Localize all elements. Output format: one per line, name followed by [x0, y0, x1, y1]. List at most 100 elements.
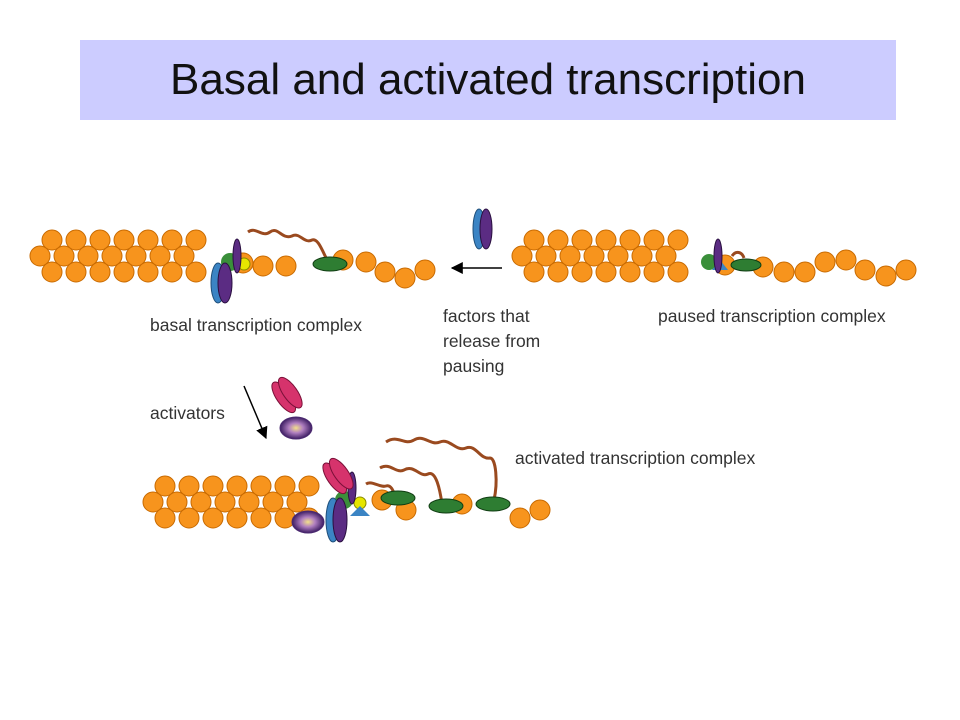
nucleosome-cluster — [511, 229, 689, 283]
nucleosome-bead — [619, 261, 641, 283]
nucleosome-bead — [53, 245, 75, 267]
rna-transcript — [730, 250, 746, 259]
paused-complex — [511, 229, 917, 287]
rna-polymerase — [428, 498, 464, 514]
nucleosome-bead — [113, 229, 135, 251]
nucleosome-bead — [547, 229, 569, 251]
nucleosome-bead — [535, 245, 557, 267]
activated-complex — [142, 436, 551, 543]
nucleosome-bead — [414, 259, 436, 281]
nucleosome-bead — [214, 491, 236, 513]
nucleosome-bead — [619, 229, 641, 251]
nucleosome-bead — [226, 507, 248, 529]
nucleosome-bead — [77, 245, 99, 267]
nucleosome-bead — [374, 261, 396, 283]
nucleosome-bead — [511, 245, 533, 267]
nucleosome-bead — [509, 507, 531, 529]
basal-complex-label: basal transcription complex — [150, 315, 363, 335]
factors-label-line-3: pausing — [443, 356, 505, 376]
nucleosome-bead — [250, 475, 272, 497]
activators — [271, 376, 313, 440]
nucleosome-cluster — [29, 229, 207, 283]
nucleosome-bead — [631, 245, 653, 267]
nucleosome-bead — [89, 261, 111, 283]
slide-title: Basal and activated transcription — [170, 55, 806, 104]
factors-label-line-2: release from — [443, 331, 541, 351]
nucleosome-bead — [190, 491, 212, 513]
nucleosome-bead — [238, 491, 260, 513]
paused-complex-label: paused transcription complex — [658, 306, 886, 326]
nucleosome-bead — [595, 229, 617, 251]
nucleosome-bead — [173, 245, 195, 267]
nucleosome-bead — [29, 245, 51, 267]
release-factor-purple — [479, 208, 493, 250]
nucleosome-bead — [65, 229, 87, 251]
nucleosome-bead — [794, 261, 816, 283]
tbp-factor — [701, 254, 717, 270]
pausing-factor — [232, 238, 242, 274]
nucleosome-bead — [571, 229, 593, 251]
activator-pink-b — [277, 376, 303, 409]
nucleosome-bead — [65, 261, 87, 283]
nucleosome-bead — [814, 251, 836, 273]
nucleosome-bead — [854, 259, 876, 281]
nucleosome-bead — [161, 229, 183, 251]
nucleosome-bead — [185, 229, 207, 251]
general-factor-purple — [332, 497, 348, 543]
rna-polymerase — [380, 490, 416, 506]
rna-transcript — [379, 464, 444, 505]
nucleosome-bead — [178, 507, 200, 529]
dna-free-beads — [714, 249, 917, 287]
basal-complex — [29, 228, 436, 304]
rna-polymerase — [730, 258, 762, 272]
nucleosome-bead — [895, 259, 917, 281]
tata-box — [350, 506, 370, 516]
activation-arrow — [243, 385, 268, 440]
nucleosome-bead — [226, 475, 248, 497]
nucleosome-bead — [607, 245, 629, 267]
nucleosome-bead — [137, 261, 159, 283]
nucleosome-bead — [250, 507, 272, 529]
nucleosome-bead — [523, 261, 545, 283]
nucleosome-bead — [274, 507, 296, 529]
nucleosome-bead — [523, 229, 545, 251]
nucleosome-bead — [643, 229, 665, 251]
activator-pink-b — [328, 457, 354, 490]
nucleosome-bead — [773, 261, 795, 283]
rna-polymerase — [312, 256, 348, 272]
nucleosome-bead — [571, 261, 593, 283]
activated-complex-label: activated transcription complex — [515, 448, 756, 468]
rna-transcript — [247, 228, 330, 263]
nucleosome-bead — [875, 265, 897, 287]
nucleosome-bead — [202, 475, 224, 497]
nucleosome-bead — [137, 229, 159, 251]
nucleosome-bead — [41, 229, 63, 251]
activator-orb — [279, 416, 313, 440]
activators-label: activators — [150, 403, 225, 423]
nucleosome-bead — [583, 245, 605, 267]
nucleosome-bead — [166, 491, 188, 513]
nucleosome-bead — [154, 507, 176, 529]
nucleosome-bead — [643, 261, 665, 283]
activator-orb — [291, 510, 325, 534]
release-factors — [472, 208, 493, 250]
nucleosome-bead — [262, 491, 284, 513]
nucleosome-bead — [161, 261, 183, 283]
nucleosome-bead — [394, 267, 416, 289]
nucleosome-bead — [559, 245, 581, 267]
nucleosome-bead — [835, 249, 857, 271]
nucleosome-bead — [154, 475, 176, 497]
nucleosome-bead — [286, 491, 308, 513]
nucleosome-bead — [185, 261, 207, 283]
general-factor-purple — [217, 262, 233, 304]
nucleosome-bead — [149, 245, 171, 267]
nucleosome-bead — [667, 229, 689, 251]
factors-label-line-1: factors that — [443, 306, 530, 326]
nucleosome-bead — [252, 255, 274, 277]
rna-transcript — [385, 436, 498, 501]
nucleosome-bead — [298, 475, 320, 497]
nucleosome-bead — [41, 261, 63, 283]
paused-nucleosome-array — [511, 229, 917, 287]
